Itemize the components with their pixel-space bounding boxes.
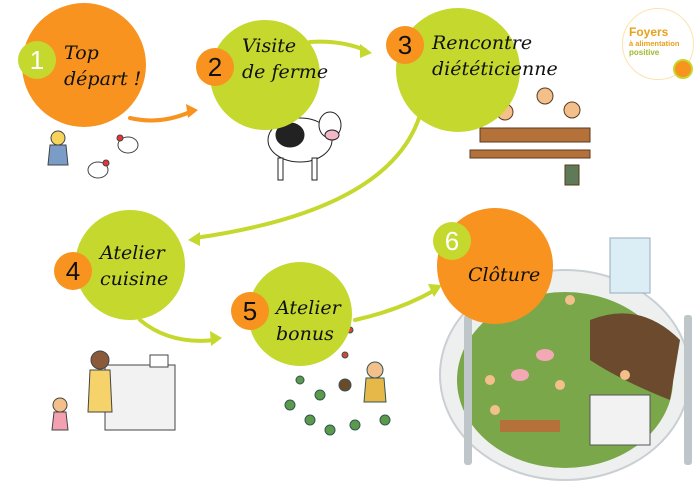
step-6-number: 6 [433, 222, 471, 260]
orange-mascot-icon [673, 59, 693, 79]
arrow-5-6 [353, 288, 437, 322]
step-4-line1: Atelier [100, 242, 165, 264]
step-5-line2: bonus [276, 323, 334, 345]
step-1-line2: départ ! [64, 68, 142, 90]
arrow-3-4 [193, 113, 422, 240]
garden-illustration [284, 326, 391, 436]
picnic-table-illustration [469, 87, 591, 186]
logo-line3: positive [629, 48, 660, 57]
step-1-line1: Top [64, 42, 99, 64]
arrow-4-5 [138, 318, 217, 343]
logo-line2: à alimentation [629, 39, 680, 48]
cow-illustration [267, 111, 342, 181]
step-3-number: 3 [386, 26, 424, 64]
step-4-line2: cuisine [100, 268, 169, 290]
step-2-line1: Visite [242, 35, 297, 57]
step-3-line2: diététicienne [432, 58, 558, 80]
step-3-circle [396, 8, 520, 132]
step-4-number: 4 [54, 252, 92, 290]
step-3-line1: Rencontre [432, 32, 533, 54]
step-1-number: 1 [18, 41, 56, 79]
arrow-1-2 [128, 110, 192, 123]
step-2-line2: de ferme [242, 61, 329, 83]
step-5-number: 5 [231, 292, 269, 330]
logo-line1: Foyers [629, 25, 669, 39]
kitchen-illustration [51, 350, 176, 431]
step-4-label: Atelier cuisine [100, 240, 168, 292]
child-and-hens-illustration [47, 130, 139, 179]
step-1-label: Top départ ! [64, 40, 141, 92]
step-2-number: 2 [196, 48, 234, 86]
step-5-line1: Atelier [276, 297, 341, 319]
step-6-line1: Clôture [468, 264, 541, 286]
step-2-label: Visite de ferme [242, 33, 328, 85]
step-5-label: Atelier bonus [276, 295, 341, 347]
foyers-logo: Foyers à alimentation positive [622, 8, 694, 80]
step-4-circle [75, 210, 185, 320]
step-6-label: Clôture [468, 262, 540, 288]
step-3-label: Rencontre diététicienne [432, 30, 558, 82]
